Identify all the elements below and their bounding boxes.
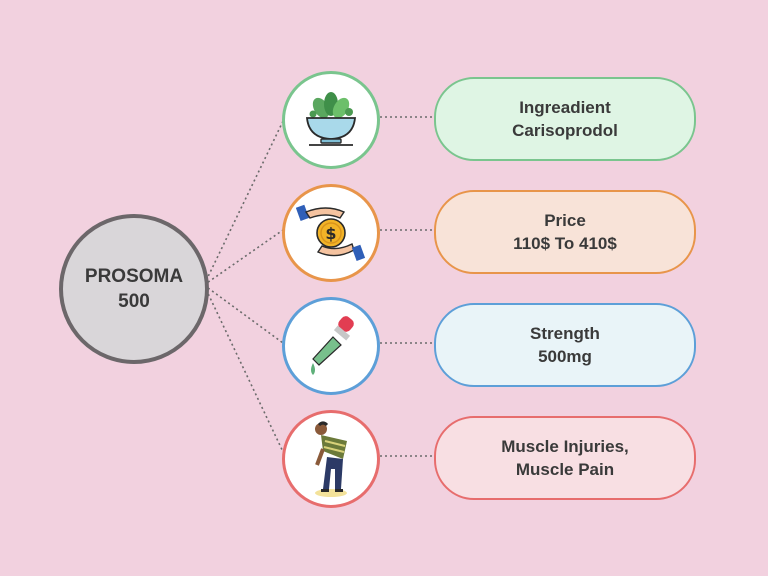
hub-subtitle: 500 xyxy=(118,291,150,312)
dropper-icon xyxy=(311,316,354,375)
condition-label: Muscle Injuries, xyxy=(501,437,629,456)
price-icon-node: $ xyxy=(282,184,380,282)
hub-title: PROSOMA xyxy=(84,266,184,287)
strength-value: 500mg xyxy=(538,347,592,366)
ingredient-label: Ingreadient xyxy=(519,98,611,117)
price-card: Price 110$ To 410$ xyxy=(434,190,696,274)
hub-node: PROSOMA 500 xyxy=(59,214,209,364)
ingredient-value: Carisoprodol xyxy=(512,121,618,140)
svg-text:$: $ xyxy=(325,224,336,243)
knee-pain-person-icon xyxy=(315,421,347,497)
ingredient-card: Ingreadient Carisoprodol xyxy=(434,77,696,161)
strength-card: Strength 500mg xyxy=(434,303,696,387)
salad-bowl-icon xyxy=(306,92,356,146)
hub-connector-4 xyxy=(203,284,286,457)
money-exchange-icon: $ xyxy=(296,204,366,261)
condition-value: Muscle Pain xyxy=(515,460,615,479)
condition-icon-node xyxy=(282,410,380,508)
price-label: Price xyxy=(544,211,586,230)
price-value: 110$ To 410$ xyxy=(513,234,617,253)
hub-connector-1 xyxy=(203,116,286,286)
ingredient-icon-node xyxy=(282,71,380,169)
strength-icon-node xyxy=(282,297,380,395)
condition-card: Muscle Injuries, Muscle Pain xyxy=(434,416,696,500)
strength-label: Strength xyxy=(530,324,600,343)
hub-connector-3 xyxy=(203,284,284,344)
hub-connector-2 xyxy=(203,229,284,286)
